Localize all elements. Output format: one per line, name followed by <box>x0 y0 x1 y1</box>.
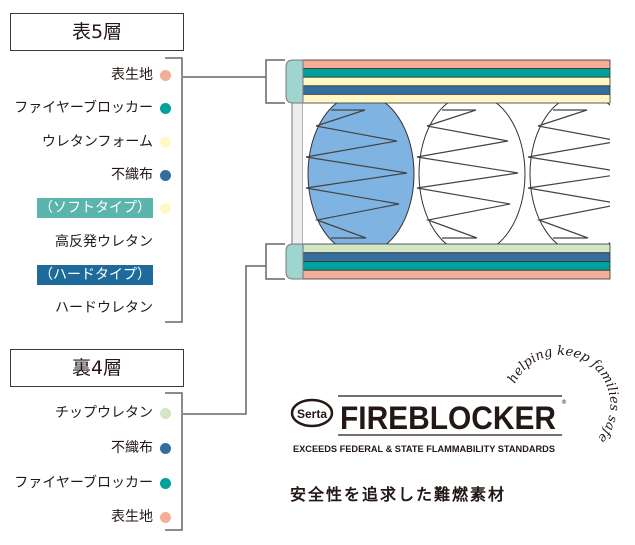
bottom-layer-band <box>302 261 611 271</box>
top-legend-item: （ソフトタイプ） <box>37 198 153 218</box>
color-dot-icon <box>160 137 171 148</box>
color-dot-icon <box>160 443 171 454</box>
top-legend-item: （ハードタイプ） <box>37 265 153 285</box>
top-layers-title: 表5層 <box>10 13 184 51</box>
top-layer-band <box>302 76 611 87</box>
bottom-layer-band <box>302 252 611 262</box>
pocket-coil-highlighted <box>307 103 415 244</box>
caption: 安全性を追求した難燃素材 <box>290 485 507 504</box>
bottom-legend-item: ファイヤーブロッカー <box>14 475 153 491</box>
spring-coil <box>416 109 519 239</box>
color-dot-icon <box>160 478 171 489</box>
bottom-layer-band <box>302 243 611 254</box>
registered-mark: ® <box>561 399 567 406</box>
top-layer-band <box>302 85 611 95</box>
connector-lines <box>165 57 285 531</box>
top-edge-cap <box>285 59 304 104</box>
top-legend-item: ウレタンフォーム <box>41 134 153 150</box>
color-dot-icon <box>160 170 171 181</box>
bottom-legend-item: 不織布 <box>111 440 153 456</box>
spring-coil <box>527 109 610 239</box>
color-dot-icon <box>160 408 171 419</box>
spring-coil <box>305 109 408 239</box>
color-dot-icon <box>160 103 171 114</box>
top-layer-band <box>302 68 611 78</box>
top-layer-band <box>302 59 611 70</box>
side-strip <box>291 99 304 248</box>
top-legend-item: 表生地 <box>111 67 153 83</box>
fireblocker-logo: Serta FIREBLOCKER ® EXCEEDS FEDERAL & ST… <box>290 344 622 455</box>
pocket-coil <box>529 103 610 244</box>
color-dot-icon <box>160 512 171 523</box>
top-legend-item: ファイヤーブロッカー <box>14 100 153 116</box>
top-layer-band <box>302 94 611 104</box>
bottom-legend-item: チップウレタン <box>55 405 153 421</box>
fireblocker-wordmark: FIREBLOCKER <box>340 400 556 436</box>
bottom-legend-item: 表生地 <box>111 509 153 525</box>
top-legend-item: 不織布 <box>111 167 153 183</box>
logo-tagline: EXCEEDS FEDERAL & STATE FLAMMABILITY STA… <box>293 444 555 455</box>
top-legend-item: 高反発ウレタン <box>55 234 153 250</box>
bottom-edge-cap <box>285 243 304 280</box>
top-legend-item: ハードウレタン <box>55 300 153 316</box>
bottom-layers-title: 裏4層 <box>10 349 184 387</box>
serta-brand: Serta <box>297 407 327 421</box>
color-dot-icon <box>160 70 171 81</box>
bottom-layer-band <box>302 269 611 280</box>
pocket-coil <box>418 103 526 244</box>
springs <box>305 103 610 244</box>
color-dot-icon <box>160 203 171 214</box>
